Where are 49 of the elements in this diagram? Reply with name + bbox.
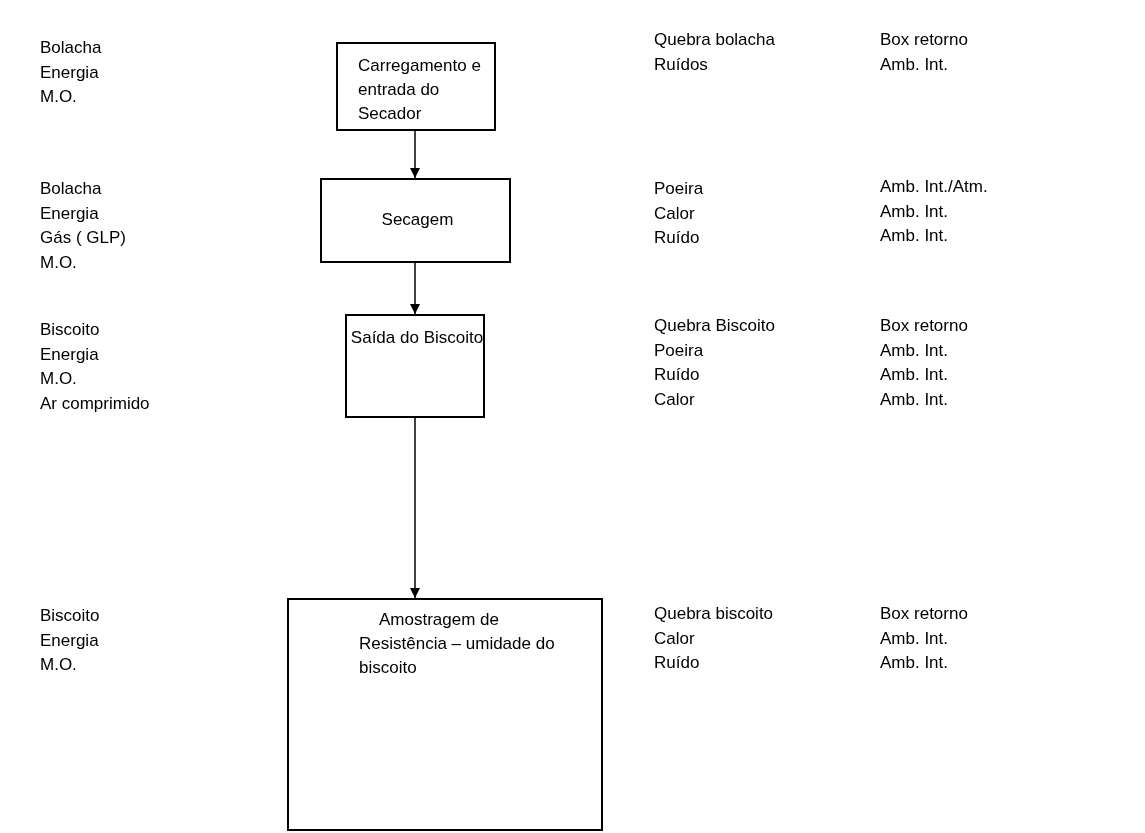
side-label: M.O. — [40, 87, 77, 107]
side-label: Amb. Int. — [880, 340, 949, 361]
side-label: Quebra bolacha — [654, 30, 775, 50]
side-label: Box retorno — [880, 316, 968, 336]
side-label: Energia — [40, 344, 99, 365]
side-label: Amb. Int./Atm. — [880, 177, 988, 197]
side-label: Amb. Int. — [880, 365, 949, 385]
side-label: Bolacha — [40, 179, 102, 199]
side-label: Calor — [654, 203, 695, 224]
side-label: M.O. — [40, 369, 77, 389]
side-label: Energia — [40, 62, 99, 83]
step-label: Amostragem de Resistência – umidade do biscoito — [359, 609, 556, 679]
process-box — [336, 42, 496, 131]
side-label: Amb. Int. — [880, 201, 949, 222]
side-label: Amb. Int. — [880, 653, 949, 673]
side-label: Amb. Int. — [880, 54, 949, 75]
side-label: Amb. Int. — [880, 628, 949, 649]
side-label: Gás ( GLP) — [40, 228, 126, 248]
side-label: Ruídos — [654, 54, 708, 75]
side-label: Energia — [40, 630, 99, 651]
side-label: Poeira — [654, 179, 704, 199]
side-label: Calor — [654, 628, 695, 649]
side-label: M.O. — [40, 252, 77, 273]
process-box — [287, 598, 603, 831]
arrow — [410, 417, 420, 599]
side-label: Poeira — [654, 340, 704, 361]
side-label: Quebra biscoito — [654, 604, 774, 624]
process-box — [345, 314, 485, 418]
process-box — [320, 178, 511, 263]
side-label: Ruído — [654, 365, 700, 385]
side-label: Box retorno — [880, 604, 968, 624]
side-label: M.O. — [40, 655, 77, 675]
side-label: Calor — [654, 389, 695, 410]
side-label: Ar comprimido — [40, 393, 150, 414]
side-label: Quebra Biscoito — [654, 316, 775, 336]
side-label: Box retorno — [880, 30, 968, 50]
side-label: Bolacha — [40, 38, 102, 58]
step-label: Secagem — [380, 209, 455, 231]
step-label: Saída do Biscoito — [349, 327, 485, 349]
arrow — [410, 130, 420, 179]
side-label: Ruído — [654, 653, 700, 673]
side-label: Amb. Int. — [880, 389, 949, 410]
arrow — [410, 262, 420, 315]
side-label: Biscoito — [40, 320, 100, 340]
side-label: Biscoito — [40, 606, 100, 626]
side-label: Energia — [40, 203, 99, 224]
side-label: Amb. Int. — [880, 226, 949, 246]
side-label: Ruído — [654, 228, 700, 248]
step-label: Carregamento e entrada do Secador — [358, 55, 482, 125]
